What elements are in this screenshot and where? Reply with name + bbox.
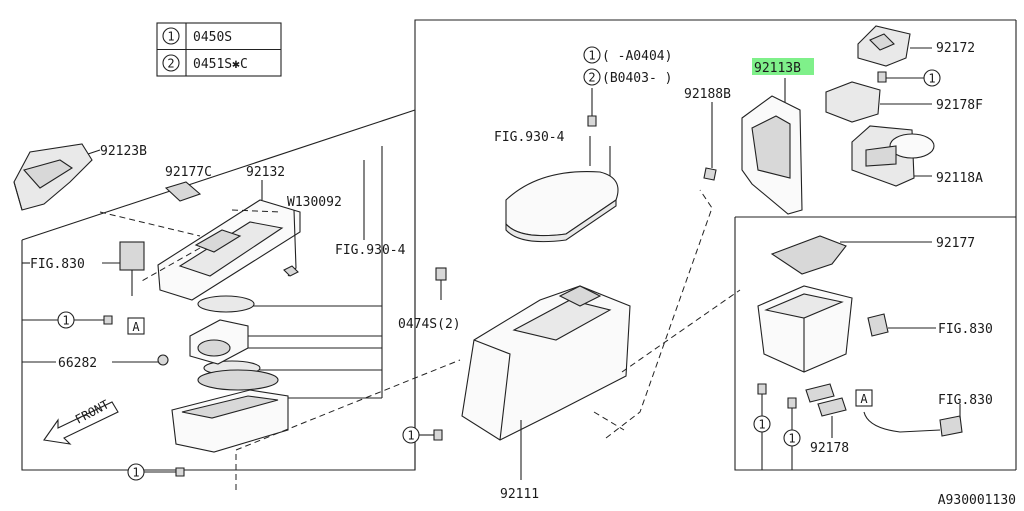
- label-92172: 92172: [936, 41, 975, 56]
- label-92178: 92178: [810, 441, 849, 456]
- part-92178F: [825, 81, 881, 123]
- part-fig830-clip: [867, 313, 889, 337]
- callout-box-A-right: [855, 389, 873, 407]
- diagram-code: A930001130: [938, 493, 1016, 508]
- label-fig930-left: FIG.930-4: [335, 243, 406, 258]
- legend-table: 1 0450S 2 0451S✱C: [156, 22, 282, 77]
- label-0474S: 0474S(2): [398, 317, 461, 332]
- group-boundaries: [21, 19, 1017, 471]
- label-92178F: 92178F: [936, 98, 983, 113]
- pad-oval-3: [197, 369, 279, 391]
- label-92188B: 92188B: [684, 87, 731, 102]
- part-92172: [857, 25, 911, 67]
- part-92118A: [851, 125, 935, 187]
- label-92177C: 92177C: [165, 165, 212, 180]
- part-lower-bin: [171, 389, 289, 453]
- callout-circle-1-e-text: 1: [758, 418, 765, 432]
- applicability-notes: 1 ( -A0404) 2 (B0403- ): [583, 46, 672, 86]
- legend-num-2: 2: [167, 57, 174, 71]
- callout-circle-1-b-text: 1: [132, 466, 139, 480]
- label-front: FRONT: [73, 397, 111, 426]
- label-66282: 66282: [58, 356, 97, 371]
- label-W130092: W130092: [287, 195, 342, 210]
- label-fig830-right2: FIG.830: [938, 393, 993, 408]
- applic-text-2: (B0403- ): [602, 71, 672, 86]
- legend-circle-2: [162, 54, 180, 72]
- label-92177: 92177: [936, 236, 975, 251]
- label-fig830-left: FIG.830: [30, 257, 85, 272]
- part-92132-trim: [157, 199, 301, 301]
- label-fig930-top: FIG.930-4: [494, 130, 565, 145]
- legend-num-1: 1: [167, 30, 174, 44]
- legend-code-2: 0451S✱C: [193, 57, 248, 72]
- part-92123B: [13, 143, 101, 211]
- highlight-92113B: [752, 58, 814, 75]
- label-92118A: 92118A: [936, 171, 983, 186]
- part-armrest-lid: [505, 171, 619, 243]
- label-92132: 92132: [246, 165, 285, 180]
- part-storage-box: [757, 285, 853, 373]
- part-92177C: [164, 181, 202, 202]
- legend-code-1: 0450S: [193, 30, 232, 45]
- part-switch: [119, 241, 145, 296]
- callout-box-A-left: [127, 317, 145, 335]
- part-92111-console: [461, 285, 631, 441]
- callout-circle-1-f-text: 1: [788, 432, 795, 446]
- label-92123B: 92123B: [100, 144, 147, 159]
- legend-circle-1: [162, 27, 180, 45]
- applic-num-2: 2: [588, 71, 595, 85]
- part-bolt-0474S: [435, 267, 447, 300]
- part-cup-holder: [189, 319, 249, 365]
- part-92178: [805, 383, 847, 417]
- part-92177: [770, 235, 847, 275]
- callout-circle-1-a-text: 1: [62, 314, 69, 328]
- label-92113B: 92113B: [754, 61, 801, 76]
- front-arrow: FRONT: [43, 397, 119, 445]
- label-fig830-right1: FIG.830: [938, 322, 993, 337]
- label-92111: 92111: [500, 487, 539, 502]
- callout-circle-1-d-text: 1: [928, 72, 935, 86]
- part-harness: [863, 411, 963, 437]
- callout-box-A-left-text: A: [132, 320, 140, 334]
- callout-circle-1-c-text: 1: [407, 429, 414, 443]
- applic-text-1: ( -A0404): [602, 49, 672, 64]
- callout-box-A-right-text: A: [860, 392, 868, 406]
- applic-num-1: 1: [588, 49, 595, 63]
- pad-oval-1: [197, 295, 255, 313]
- part-92113B-bezel: [741, 95, 803, 215]
